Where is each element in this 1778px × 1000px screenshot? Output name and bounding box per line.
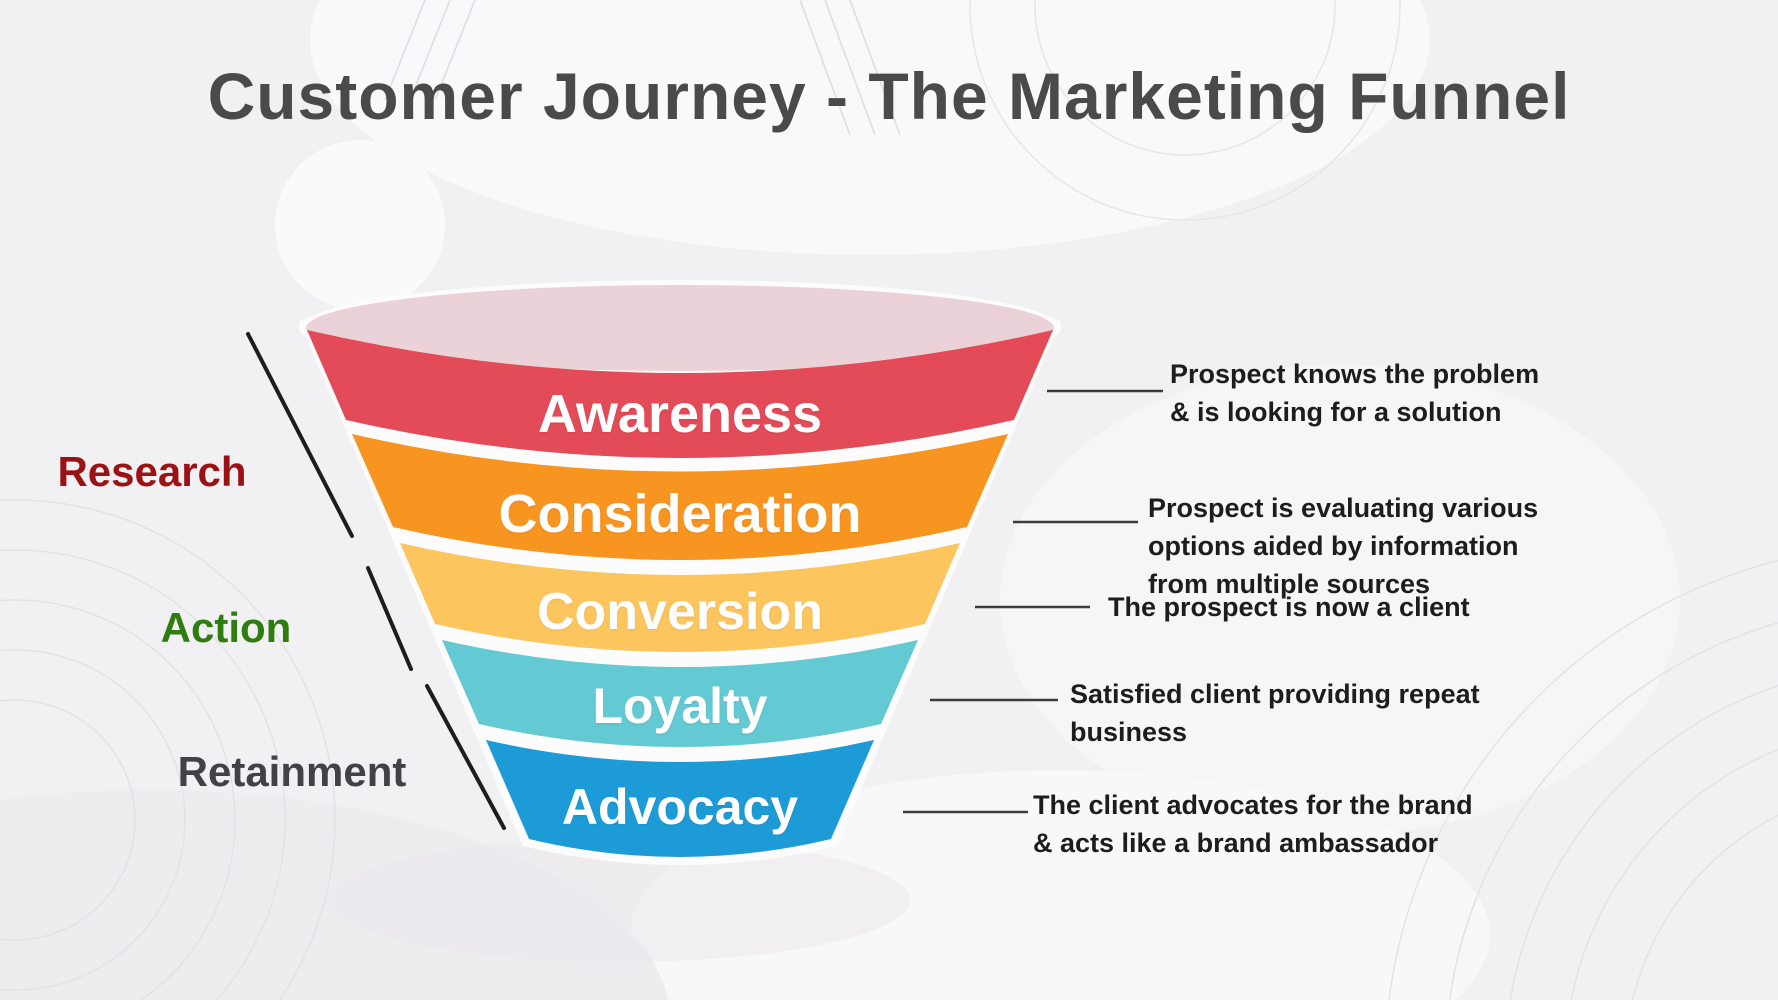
funnel-stage-label-consideration: Consideration <box>498 484 862 544</box>
funnel-stage-label-advocacy: Advocacy <box>561 779 799 835</box>
annotation-loyalty-line-1: Satisfied client providing repeat <box>1070 679 1480 709</box>
phase-divider-lines <box>246 332 506 830</box>
annotation-advocacy: The client advocates for the brand & act… <box>1033 786 1473 862</box>
annotation-awareness: Prospect knows the problem & is looking … <box>1170 355 1539 431</box>
phase-divider-line-3 <box>425 684 506 830</box>
funnel-stage-advocacy-shape <box>486 740 874 857</box>
annotation-loyalty-line-2: business <box>1070 717 1188 747</box>
phase-label-retainment: Retainment <box>177 748 407 795</box>
funnel-stage-label-loyalty: Loyalty <box>592 678 768 734</box>
annotation-awareness-line-1: Prospect knows the problem <box>1170 359 1540 389</box>
phase-label-research: Research <box>57 448 247 495</box>
annotation-conversion: The prospect is now a client <box>1108 588 1470 626</box>
annotation-advocacy-line-1: The client advocates for the brand <box>1033 790 1473 820</box>
annotation-conversion-line-1: The prospect is now a client <box>1108 592 1470 622</box>
page-title: Customer Journey - The Marketing Funnel <box>207 59 1571 133</box>
annotation-loyalty: Satisfied client providing repeat busine… <box>1070 675 1480 751</box>
funnel-stage-label-conversion: Conversion <box>536 583 824 641</box>
phase-divider-line-2 <box>366 566 413 671</box>
funnel-stage-label-awareness: Awareness <box>537 384 823 444</box>
annotation-connectors <box>903 389 1163 814</box>
funnel-stage-consideration-shape <box>352 434 1008 560</box>
annotation-consideration-line-2: options aided by information <box>1148 531 1519 561</box>
funnel-top-opening <box>306 285 1054 371</box>
phase-label-action: Action <box>160 604 292 651</box>
annotation-advocacy-line-2: & acts like a brand ambassador <box>1033 828 1439 858</box>
annotation-consideration-line-1: Prospect is evaluating various <box>1148 493 1539 523</box>
phase-divider-line-1 <box>246 332 354 538</box>
annotation-consideration-line-3: from multiple sources <box>1148 569 1431 599</box>
funnel-stage-loyalty-shape <box>442 640 918 747</box>
funnel-stage-awareness-shape <box>307 330 1053 458</box>
annotation-consideration: Prospect is evaluating various options a… <box>1148 489 1538 603</box>
annotation-awareness-line-2: & is looking for a solution <box>1170 397 1502 427</box>
funnel-stage-conversion-shape <box>400 543 960 652</box>
